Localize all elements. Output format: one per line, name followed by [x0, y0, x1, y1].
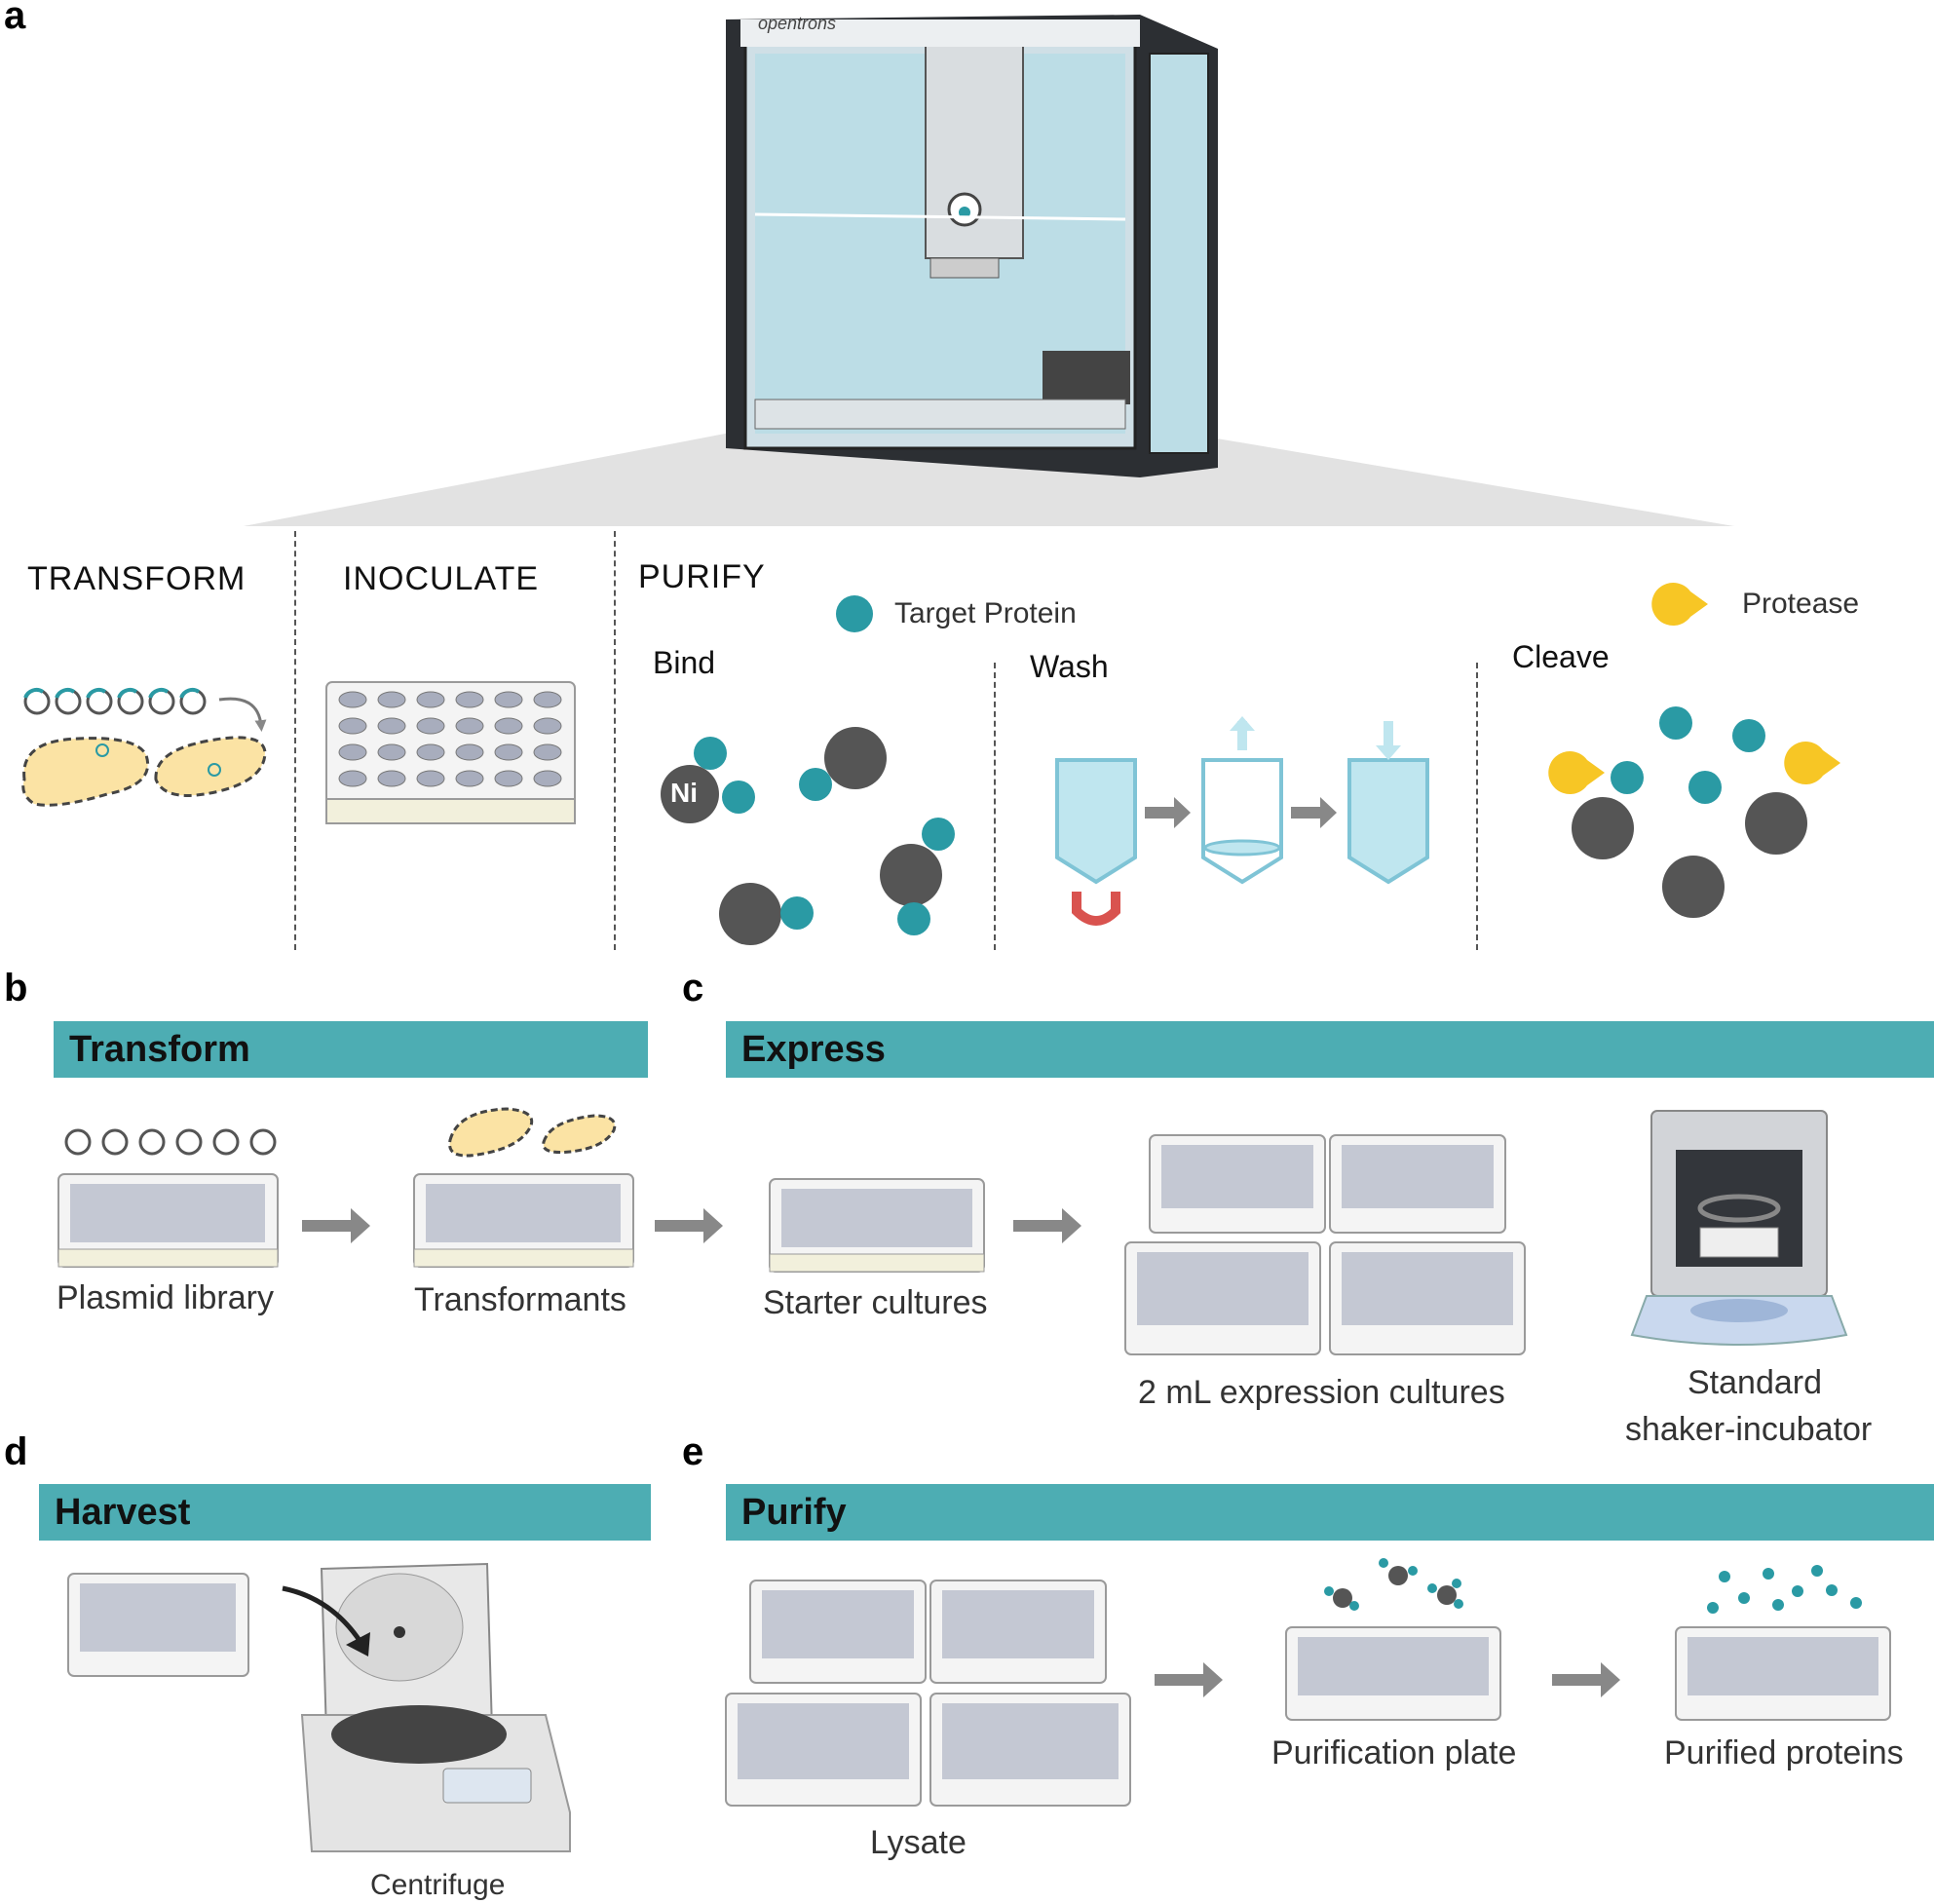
cell-icon: [448, 1107, 617, 1158]
label-shaker-incubator: shaker-incubator: [1625, 1411, 1873, 1448]
purification-plate: [1285, 1626, 1501, 1721]
panel-letter-a: a: [4, 0, 26, 37]
banner-title: Express: [741, 1029, 886, 1070]
label-purification-plate: Purification plate: [1271, 1734, 1517, 1771]
panel-letter-d: d: [4, 1430, 28, 1473]
banner-title: Harvest: [55, 1492, 191, 1533]
target-protein-dots: [694, 595, 1765, 935]
cell-icon: [21, 736, 267, 807]
magnet-icon: [1072, 892, 1120, 926]
arrow-icon: [1145, 797, 1337, 828]
bead-icon: [661, 727, 1807, 945]
step-bind: Bind: [653, 645, 716, 680]
banner-express: Express: [726, 1021, 1934, 1078]
starter-plate: [769, 1178, 985, 1273]
plasmid-icon: [23, 688, 267, 732]
legend-protease: Protease: [1742, 588, 1860, 620]
panel-letter-c: c: [682, 967, 704, 1009]
bead-icon: [1333, 1566, 1457, 1608]
purified-plate: [1675, 1626, 1891, 1721]
well-plate-icon: [325, 681, 576, 824]
divider: [994, 663, 996, 950]
ni-bead-label: Ni: [670, 778, 698, 808]
step-cleave: Cleave: [1512, 639, 1610, 674]
divider: [294, 531, 296, 950]
arrow-icon: [302, 1208, 1620, 1697]
legend-target-protein: Target Protein: [894, 597, 1077, 629]
label-starter-cultures: Starter cultures: [763, 1284, 988, 1321]
label-lysate: Lysate: [870, 1824, 967, 1861]
robot-icon: [244, 15, 1734, 526]
banner-transform: Transform: [54, 1021, 648, 1078]
divider: [1476, 663, 1478, 950]
label-purified-proteins: Purified proteins: [1664, 1734, 1904, 1771]
stage-transform: TRANSFORM: [27, 560, 246, 597]
banner-harvest: Harvest: [39, 1484, 651, 1541]
step-wash: Wash: [1030, 649, 1109, 684]
incubator-icon: [1630, 1110, 1848, 1346]
plasmid-icon: [64, 1128, 277, 1156]
banner-title: Purify: [741, 1492, 847, 1533]
stage-purify: PURIFY: [638, 558, 766, 595]
protease-icon: [1548, 583, 1840, 795]
plasmid-library-plate: [57, 1173, 279, 1268]
label-centrifuge: Centrifuge: [370, 1869, 506, 1901]
label-transformants: Transformants: [414, 1281, 626, 1318]
panel-letter-e: e: [682, 1430, 704, 1473]
robot-brand-label: opentrons: [758, 14, 837, 33]
banner-purify: Purify: [726, 1484, 1934, 1541]
label-standard: Standard: [1688, 1364, 1822, 1401]
label-plasmid-library: Plasmid library: [57, 1279, 274, 1316]
purified-protein-dots: [1707, 1565, 1862, 1614]
tube-icon: [1055, 716, 1429, 885]
banner-title: Transform: [69, 1029, 250, 1070]
transformants-plate: [413, 1173, 634, 1268]
divider: [614, 531, 616, 950]
label-expression-cultures: 2 mL expression cultures: [1138, 1374, 1505, 1411]
centrifuge-icon: [282, 1562, 571, 1852]
harvest-plate: [67, 1573, 249, 1677]
stage-inoculate: INOCULATE: [343, 560, 540, 597]
panel-letter-b: b: [4, 967, 28, 1009]
